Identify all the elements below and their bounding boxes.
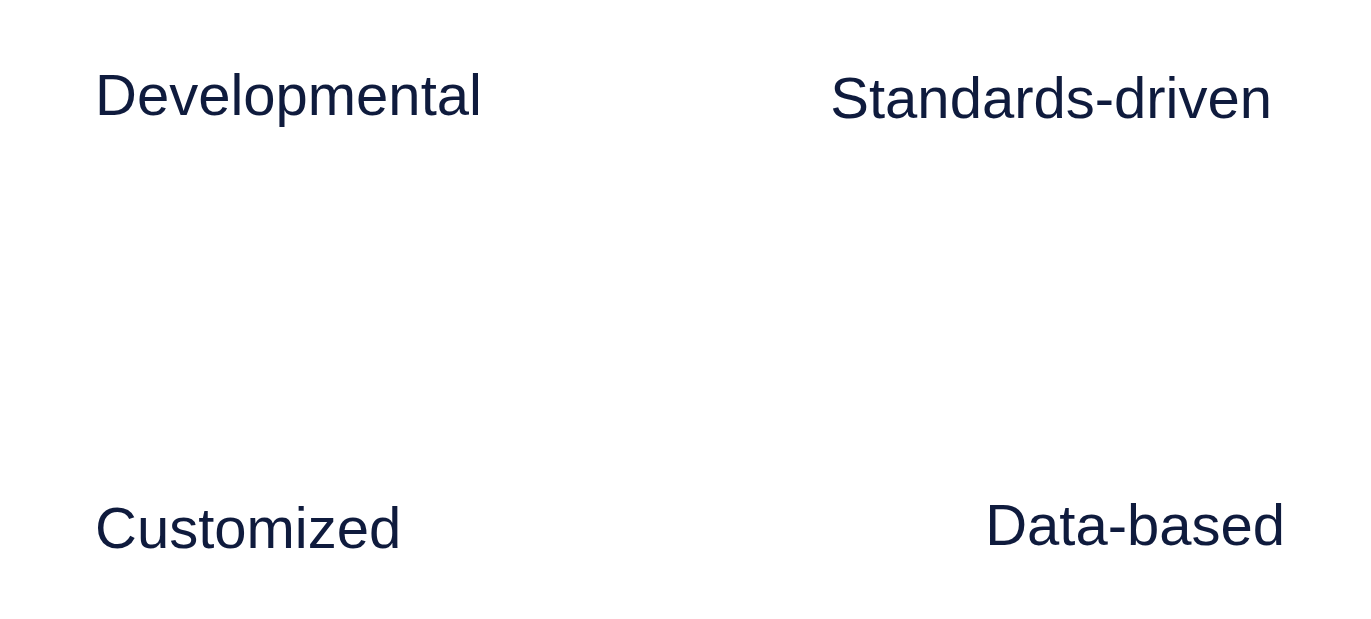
band-label: Customized <box>95 499 401 557</box>
center-dot <box>651 271 735 355</box>
band-label: Data-based <box>985 496 1285 554</box>
band-label: Developmental <box>95 66 482 124</box>
band-fill <box>360 0 1371 404</box>
band-label: Standards-driven <box>830 69 1272 127</box>
band-fill <box>0 268 1371 619</box>
band-fill <box>531 90 1371 614</box>
